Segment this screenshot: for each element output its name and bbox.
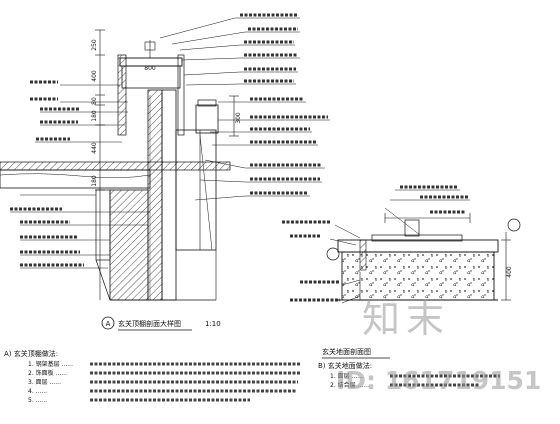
watermark-id: ID: 161719151 — [336, 366, 542, 395]
dim-80: 80 — [91, 97, 98, 105]
notes-left-line-4: 4. ...... — [28, 388, 47, 395]
notes-left-line-2: 2. 饰面板 ...... — [28, 369, 67, 377]
notes-left-heading: A) 玄关顶棚做法: — [4, 349, 58, 358]
dim-180: 180 — [91, 110, 98, 122]
ceiling-slab — [0, 169, 151, 189]
mid-dimension: 300 — [229, 95, 242, 137]
notes-left-line-5: 5. ...... — [28, 397, 47, 404]
notes-left: A) 玄关顶棚做法: 1. 钢架基层 ...... 2. 饰面板 ...... … — [4, 349, 300, 404]
b-top-dimensions — [384, 189, 471, 236]
axis-bubble-left — [326, 247, 340, 261]
floor-screed — [341, 251, 495, 301]
notes-right: B) 玄关地面做法: 1. 面层 ...... 2. 结合层 ...... — [318, 361, 500, 389]
title-a-scale: 1:10 — [205, 320, 221, 328]
dim-180b: 180 — [91, 175, 98, 187]
annotation-text-strokes-b — [282, 185, 468, 302]
dim-b-400: 400 — [506, 266, 513, 278]
axis-bubble-right — [507, 218, 521, 232]
detail-b: 400 玄关地面剖面图 — [282, 185, 521, 359]
notes-left-line-1: 1. 钢架基层 ...... — [28, 360, 73, 368]
notes-right-line-1: 1. 面层 ...... — [330, 373, 363, 380]
title-a-mark: A — [106, 320, 111, 328]
title-a-text: 玄关顶棚剖面大样图 — [118, 319, 181, 328]
dim-400: 400 — [91, 70, 98, 82]
title-b: 玄关地面剖面图 — [322, 347, 390, 359]
title-a: A 玄关顶棚剖面大样图 1:10 — [101, 316, 221, 331]
watermark-logo: 知末 — [362, 297, 451, 341]
annotation-text-strokes-a — [10, 13, 328, 267]
threshold-plate — [371, 234, 463, 242]
notes-right-heading: B) 玄关地面做法: — [318, 361, 372, 370]
leaders-a — [10, 17, 330, 269]
top-beam: 800 — [117, 40, 185, 136]
detail-a: 250 400 80 180 440 180 800 — [0, 13, 330, 331]
notes-right-line-2: 2. 结合层 ...... — [330, 381, 369, 389]
dim-300: 300 — [235, 112, 242, 124]
title-b-text: 玄关地面剖面图 — [322, 347, 371, 356]
ceiling-finish — [0, 161, 231, 171]
wall-finish — [161, 89, 177, 301]
dim-440: 440 — [91, 142, 98, 154]
notes-left-line-3: 3. 面层 ...... — [28, 379, 61, 386]
dim-250: 250 — [91, 39, 98, 51]
dim-800: 800 — [144, 65, 156, 72]
lower-beam — [109, 189, 149, 301]
